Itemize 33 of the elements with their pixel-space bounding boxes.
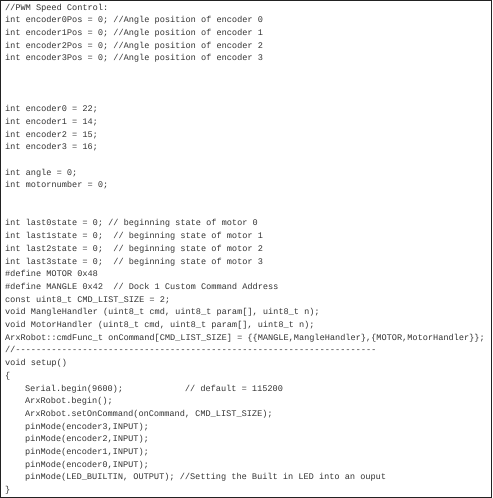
code-line: Serial.begin(9600); // default = 115200 bbox=[25, 384, 283, 394]
code-line: int motornumber = 0; bbox=[5, 180, 108, 192]
code-line: pinMode(encoder2,INPUT); bbox=[25, 434, 149, 446]
code-line: int last0state = 0; // beginning state of motor 0 bbox=[5, 218, 258, 230]
code-line: ArxRobot::cmdFunc_t onCommand[CMD_LIST_SIZE] = {{MANGLE,MangleHandler},{MOTOR,MotorHandler}}; bbox=[5, 332, 485, 344]
code-line: pinMode(LED_BUILTIN, OUTPUT); //Setting the Built in LED into an ouput bbox=[25, 472, 386, 484]
code-line: ArxRobot.setOnCommand(onCommand, CMD_LIST_SIZE); bbox=[25, 408, 273, 420]
code-line: int last3state = 0; // beginning state of motor 3 bbox=[5, 256, 263, 268]
code-line: //---------------------------------------------------------------------- bbox=[5, 345, 376, 356]
code-line: int encoder2Pos = 0; //Angle position of encoder 2 bbox=[5, 40, 263, 52]
code-line: ArxRobot.begin(); bbox=[25, 396, 113, 408]
code-line: //PWM Speed Control: bbox=[5, 2, 108, 14]
code-line: int encoder2 = 15; bbox=[5, 130, 98, 140]
code-line: #define MANGLE 0x42 // Dock 1 Custom Command Address bbox=[5, 282, 278, 293]
code-line: pinMode(encoder3,INPUT); bbox=[25, 422, 149, 433]
code-line: int angle = 0; bbox=[5, 168, 78, 179]
code-line: void MotorHandler (uint8_t cmd, uint8_t param[], uint8_t n); bbox=[5, 320, 314, 331]
code-line: int encoder1Pos = 0; //Angle position of encoder 1 bbox=[5, 28, 263, 39]
code-line: int encoder0 = 22; bbox=[5, 104, 98, 116]
code-line: int encoder0Pos = 0; //Angle position of encoder 0 bbox=[5, 15, 263, 26]
code-line: pinMode(encoder0,INPUT); bbox=[25, 460, 149, 471]
code-line: pinMode(encoder1,INPUT); bbox=[25, 447, 149, 458]
code-line: void MangleHandler (uint8_t cmd, uint8_t param[], uint8_t n); bbox=[5, 307, 320, 318]
code-line: int encoder3Pos = 0; //Angle position of encoder 3 bbox=[5, 53, 263, 64]
code-line: { bbox=[5, 370, 10, 382]
code-line: } bbox=[5, 485, 10, 496]
code-line: int encoder1 = 14; bbox=[5, 116, 98, 128]
code-line: int last2state = 0; // beginning state of motor 2 bbox=[5, 244, 263, 255]
code-line: const uint8_t CMD_LIST_SIZE = 2; bbox=[5, 294, 170, 306]
code-line: int last1state = 0; // beginning state of motor 1 bbox=[5, 231, 263, 242]
code-line: int encoder3 = 16; bbox=[5, 142, 98, 154]
code-line: void setup() bbox=[5, 358, 67, 370]
code-line: #define MOTOR 0x48 bbox=[5, 269, 98, 280]
